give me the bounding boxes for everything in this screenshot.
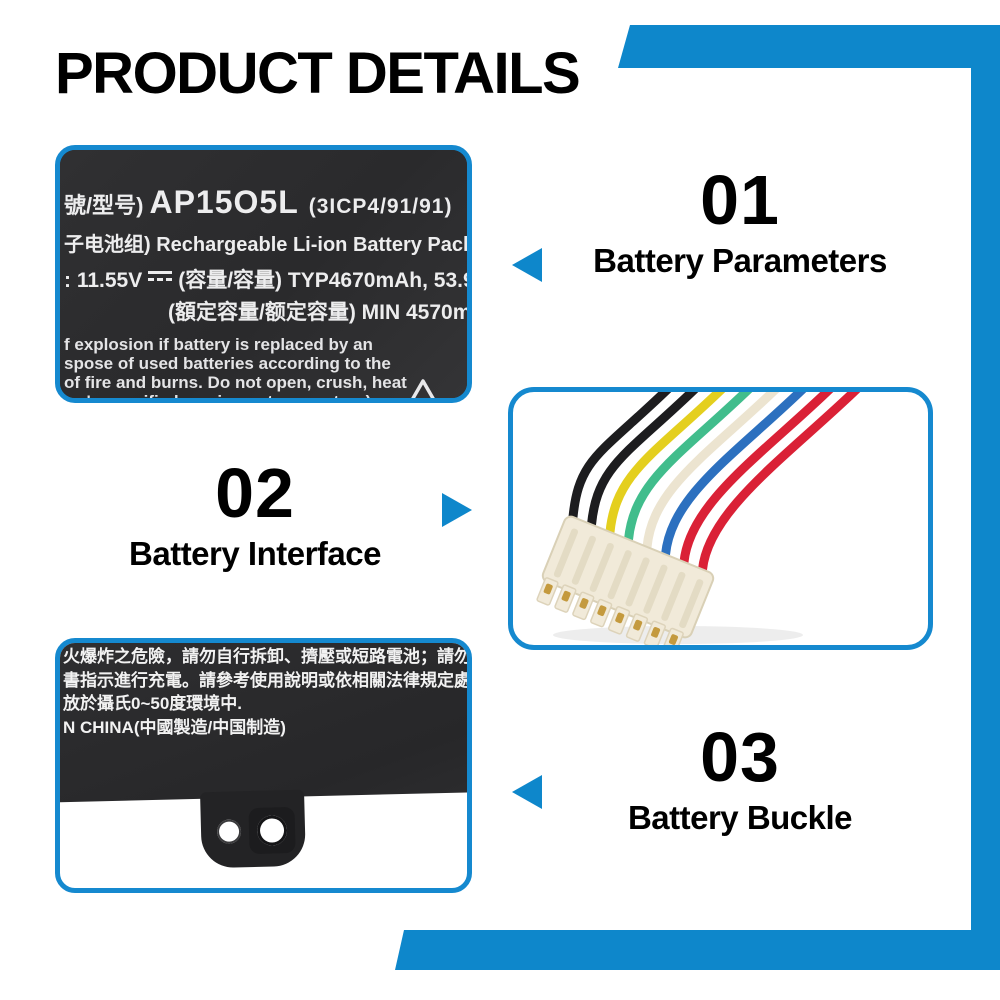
arrow-right-icon bbox=[442, 493, 472, 527]
battery-buckle-photo: 火爆炸之危險，請勿自行拆卸、擠壓或短路電池；請勿丟置於火裡或水 書指示進行充電。… bbox=[55, 638, 472, 893]
section-number: 02 bbox=[215, 454, 295, 532]
voltage-value: : 11.55V bbox=[64, 269, 143, 292]
top-accent-band bbox=[618, 25, 1000, 68]
section-label: Battery Parameters bbox=[593, 242, 887, 279]
screw-hole-small bbox=[216, 819, 242, 844]
section-number: 03 bbox=[700, 718, 780, 796]
battery-parameters-photo: 號/型号)AP15O5L (3ICP4/91/91) 子电池组) Recharge… bbox=[55, 145, 472, 403]
warning-text: f explosion if battery is replaced by an… bbox=[64, 335, 407, 403]
section-battery-buckle: 03 Battery Buckle bbox=[505, 722, 975, 852]
connector-illustration bbox=[536, 392, 861, 645]
battery-body: 火爆炸之危險，請勿自行拆卸、擠壓或短路電池；請勿丟置於火裡或水 書指示進行充電。… bbox=[60, 643, 467, 803]
section-label: Battery Buckle bbox=[627, 799, 853, 836]
model-prefix: 號/型号) bbox=[64, 193, 144, 218]
chinese-warning-text: 火爆炸之危險，請勿自行拆卸、擠壓或短路電池；請勿丟置於火裡或水 書指示進行充電。… bbox=[63, 647, 467, 737]
section-battery-parameters: 01 Battery Parameters bbox=[505, 165, 975, 295]
model-line: 號/型号)AP15O5L (3ICP4/91/91) bbox=[64, 184, 467, 221]
arrow-left-icon bbox=[512, 248, 542, 282]
pack-line: 子电池组) Rechargeable Li-ion Battery Pack bbox=[64, 234, 472, 256]
battery-interface-photo bbox=[508, 387, 933, 650]
battery-spec-label: 號/型号)AP15O5L(3ICP4/91/91) 子电池组) Recharge… bbox=[60, 150, 467, 398]
right-accent-bar bbox=[971, 64, 1000, 970]
warning-triangle-icon bbox=[411, 379, 435, 398]
voltage-line: : 11.55V(容量/容量) TYP4670mAh, 53.9Wh bbox=[64, 264, 467, 294]
capacity-value: TYP4670mAh, 53.9Wh bbox=[287, 269, 467, 292]
mounting-tab bbox=[200, 789, 306, 869]
model-code: (3ICP4/91/91) bbox=[308, 195, 453, 218]
arrow-left-icon bbox=[512, 775, 542, 809]
model-number: AP15O5L bbox=[149, 184, 299, 220]
rated-line: (額定容量/额定容量) MIN 4570mAh, 52.7Wh bbox=[64, 296, 467, 326]
bottom-accent-band bbox=[395, 930, 1000, 970]
dc-current-icon bbox=[148, 271, 173, 281]
section-label: Battery Interface bbox=[129, 535, 381, 572]
rated-value: MIN 4570mAh, 52.7Wh bbox=[361, 301, 472, 324]
section-battery-interface: 02 Battery Interface bbox=[40, 454, 472, 588]
section-number: 01 bbox=[700, 161, 780, 239]
page-title: PRODUCT DETAILS bbox=[55, 41, 581, 106]
